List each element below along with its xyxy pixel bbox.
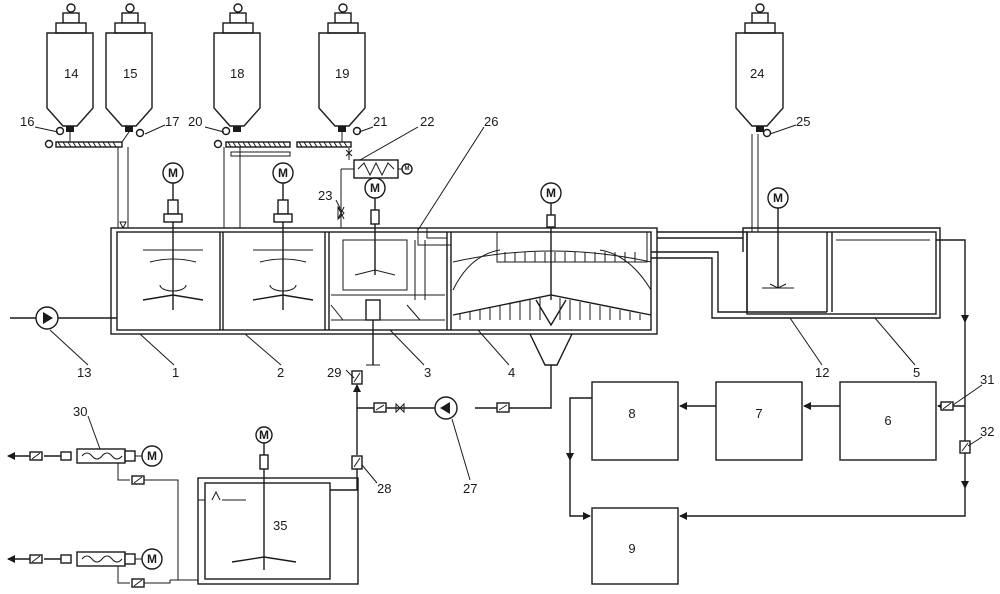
label-32: 32 [980, 424, 994, 439]
dewatering-screw-30-lower: M [7, 548, 198, 588]
motor-screw-lower: M [147, 552, 157, 566]
tank-4-clarifier: M [452, 182, 652, 366]
hopper-24: 24 [735, 12, 784, 127]
motor-tank-12: M [773, 191, 783, 205]
label-19: 19 [335, 66, 349, 81]
valve-23 [337, 205, 345, 221]
inlet-pump-13 [10, 306, 117, 330]
hopper-18: 18 [213, 12, 261, 127]
motor-tank-3: M [370, 181, 380, 195]
motor-screw-upper: M [147, 449, 157, 463]
process-box-8: 8 [591, 381, 679, 461]
label-21: 21 [373, 114, 387, 129]
tank-12-and-5: M [651, 134, 941, 319]
dosing-pipe-tank1 [117, 147, 129, 230]
tank-35: M [197, 426, 359, 585]
label-20: 20 [188, 114, 202, 129]
label-23: 23 [318, 188, 332, 203]
screw-conveyor-right [296, 132, 352, 148]
motor-tank-2: M [278, 166, 288, 180]
label-30: 30 [73, 404, 87, 419]
screw-conveyor-left [44, 131, 130, 149]
hopper-14: 14 [46, 12, 94, 127]
label-31: 31 [980, 372, 994, 387]
label-26: 26 [484, 114, 498, 129]
process-box-9: 9 [591, 507, 679, 585]
label-9: 9 [628, 541, 635, 556]
label-14: 14 [64, 66, 78, 81]
sludge-line [330, 365, 552, 491]
label-3: 3 [424, 365, 431, 380]
label-18: 18 [230, 66, 244, 81]
main-tank-body [110, 227, 658, 335]
hopper-19: 19 [318, 12, 366, 127]
mixer-tank-1: M [142, 162, 204, 310]
dosing-pipe-tank2 [230, 147, 291, 228]
label-16: 16 [20, 114, 34, 129]
label-28: 28 [377, 481, 391, 496]
label-8: 8 [628, 406, 635, 421]
labels: 16 17 20 21 22 26 25 23 13 1 2 3 4 12 5 … [20, 114, 994, 533]
motor-tank-35: M [259, 428, 269, 442]
label-4: 4 [508, 365, 515, 380]
leader-lines [34, 124, 983, 484]
label-27: 27 [463, 481, 477, 496]
label-6: 6 [884, 413, 891, 428]
dewatering-screw-30-upper: M [7, 445, 179, 581]
heater-motor-symbol: M [405, 166, 410, 172]
process-box-7: 7 [715, 381, 803, 461]
effluent-lines [566, 239, 971, 520]
label-7: 7 [755, 406, 762, 421]
label-35: 35 [273, 518, 287, 533]
overflow-channel-26 [417, 228, 451, 246]
label-24: 24 [750, 66, 764, 81]
label-1: 1 [172, 365, 179, 380]
label-5: 5 [913, 365, 920, 380]
heater-22: M [340, 148, 413, 228]
label-25: 25 [796, 114, 810, 129]
label-12: 12 [815, 365, 829, 380]
label-22: 22 [420, 114, 434, 129]
motor-tank-4: M [546, 186, 556, 200]
label-29: 29 [327, 365, 341, 380]
label-15: 15 [123, 66, 137, 81]
motor-tank-1: M [168, 166, 178, 180]
label-17: 17 [165, 114, 179, 129]
hopper-15: 15 [105, 12, 153, 127]
label-2: 2 [277, 365, 284, 380]
label-13: 13 [77, 365, 91, 380]
tank-3: M [330, 177, 445, 366]
discharge-valves [55, 126, 772, 138]
hopper-top-valves [66, 3, 765, 13]
screw-conveyor-middle [213, 139, 291, 149]
process-box-6: 6 [839, 381, 937, 461]
mixer-tank-2: M [252, 162, 314, 310]
